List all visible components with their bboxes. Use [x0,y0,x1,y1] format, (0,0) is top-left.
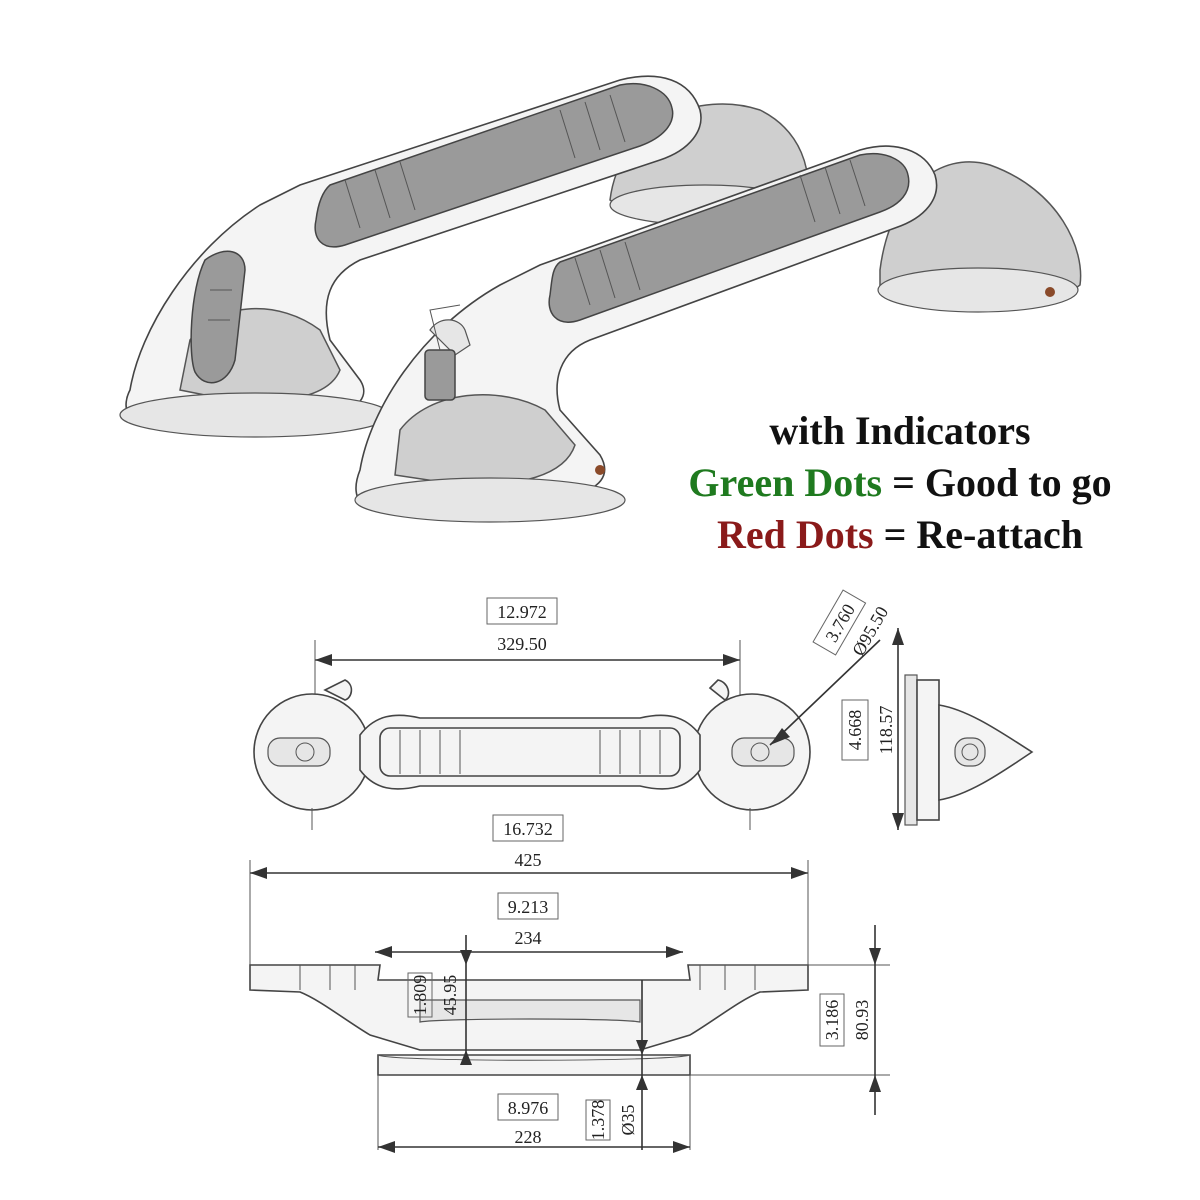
grab-bar-back [119,75,809,438]
dim-base-length-in: 8.976 [508,1098,549,1118]
legend-green-line: Green Dots = Good to go [640,457,1160,509]
dim-grip-length-mm: 234 [515,928,542,948]
dim-cup-height-in: 4.668 [845,710,865,751]
legend-green-text: = Good to go [882,460,1112,505]
dim-total-height-mm: 80.93 [852,1000,872,1041]
indicator-legend: with Indicators Green Dots = Good to go … [640,405,1160,561]
front-view-drawing: 12.972 329.50 3.760 Ø95.50 [250,589,1034,879]
legend-green-label: Green Dots [688,460,883,505]
dim-grip-depth-mm: 45.95 [440,975,460,1016]
dim-handle-thickness-mm: Ø35 [618,1105,638,1136]
legend-red-label: Red Dots [716,512,874,557]
dim-total-length-mm: 425 [515,850,542,870]
dim-cup-height-mm: 118.57 [876,706,896,755]
legend-red-line: Red Dots = Re-attach [640,509,1160,561]
dim-base-length-mm: 228 [515,1127,542,1147]
dim-grip-length-in: 9.213 [508,897,549,917]
legend-red-text: = Re-attach [873,512,1084,557]
dim-suction-span-mm: 329.50 [497,634,547,654]
legend-title: with Indicators [769,408,1031,453]
dim-handle-thickness-in: 1.378 [588,1100,608,1141]
dim-suction-span-in: 12.972 [497,602,547,622]
dim-total-height-in: 3.186 [822,1000,842,1041]
dim-total-length-in: 16.732 [503,819,553,839]
grab-bar-front [354,145,1082,523]
dim-grip-depth-in: 1.809 [410,975,430,1016]
side-elevation-drawing: 9.213 234 1.809 45.95 3.186 80.93 [249,860,890,1153]
